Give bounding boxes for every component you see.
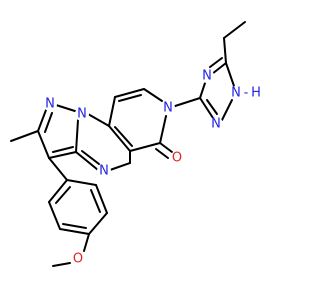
bond-pyrazole-nbridge-n — [55, 104, 79, 113]
atom-n-bridge: N — [75, 107, 89, 122]
label-n: N — [163, 101, 173, 116]
label-n: N — [45, 97, 55, 112]
bond-pyridone-c6a-co — [129, 142, 161, 152]
label-h: H — [251, 86, 261, 101]
label-n: N — [99, 164, 109, 179]
bond-triazole-to-pyridone — [171, 97, 201, 108]
label-n: N — [211, 117, 221, 132]
bond-pyridone-ch-ch-double — [118, 94, 142, 102]
label-n: N — [77, 107, 87, 122]
bond-ethyl-ch2 — [223, 37, 227, 64]
atom-n-triazole-top: N — [200, 69, 214, 84]
bond-phenyl-5 — [48, 201, 61, 230]
bond-pyrazole-n-c2 — [37, 109, 47, 132]
bond-pyrazole-to-phenyl — [48, 157, 68, 181]
label-o: O — [172, 151, 182, 166]
bonds — [10, 21, 246, 267]
bond-phenyl-3 — [88, 212, 108, 235]
bond-pyrazole-c2-c3 — [37, 130, 50, 159]
bond-triazole-n2-n1 — [221, 99, 233, 121]
bond-pyrazole-c3-c3a-double — [52, 146, 74, 153]
bond-phenyl-6-double — [55, 186, 71, 204]
bond-phenyl-4-double — [62, 223, 87, 229]
bond-ethyl-terminal — [223, 21, 246, 39]
bond-carbonyl — [159, 142, 173, 153]
bond-pyrimidine-n-c3a — [75, 119, 79, 153]
atom-n-triazole-bottom: N — [209, 117, 223, 132]
bond-pyrimidine-n-ch — [109, 162, 131, 171]
atom-labels: N N - H N N N N N O — [43, 69, 261, 267]
bond-triazole-c5-n4-double — [209, 57, 223, 68]
bond-phenyl-2 — [95, 184, 108, 214]
bond-phenyl-to-o — [83, 233, 90, 252]
bond-carbonyl-double — [155, 148, 169, 159]
bond-methyl — [10, 130, 39, 142]
molecule-structure: N N - H N N N N N O — [10, 21, 261, 267]
label-dash: - — [244, 86, 249, 101]
atom-o-methoxy: O — [71, 252, 85, 267]
bond-triazole-c5-n4 — [211, 62, 227, 75]
bond-pyridone-ch-ch — [114, 88, 145, 98]
bond-pyrazole-c3-c3a — [48, 151, 77, 159]
bond-o-methyl — [52, 262, 71, 267]
bond-phenyl-4 — [59, 228, 90, 235]
bond-pyridone-n-ch — [143, 88, 163, 102]
bond-triazole-c3-n2-double — [206, 99, 218, 115]
bond-triazole-n1-c5 — [225, 62, 235, 87]
bond-phenyl-2-double — [90, 189, 101, 213]
atom-n-pyrazole: N — [43, 97, 57, 112]
bond-pyrimidine-c9a-n — [87, 113, 110, 127]
bond-pyrimidine-c3a-n — [75, 151, 99, 171]
label-n: N — [231, 86, 241, 101]
bond-pyridone-c9a-c6a-double — [114, 126, 133, 147]
bond-triazole-c3-n2 — [199, 97, 214, 119]
bond-pyrazole-n-c2-double — [44, 112, 53, 133]
bond-pyrimidine-c3a-n-double — [81, 150, 100, 165]
atom-nh-triazole: N - H — [229, 86, 261, 101]
atom-n-pyrimidine: N — [97, 164, 111, 179]
bond-triazole-n4-c3 — [199, 79, 207, 99]
bond-phenyl-6 — [48, 179, 68, 203]
label-o: O — [73, 252, 83, 267]
bond-phenyl-1 — [66, 179, 97, 186]
label-n: N — [202, 69, 212, 84]
bond-pyridone-ch-c9a — [108, 96, 116, 127]
atom-o-carbonyl: O — [170, 151, 184, 166]
bond-pyridone-co-n — [159, 115, 167, 144]
atom-n-pyridone: N — [161, 101, 175, 116]
bond-pyridone-c9a-c6a — [108, 125, 131, 152]
